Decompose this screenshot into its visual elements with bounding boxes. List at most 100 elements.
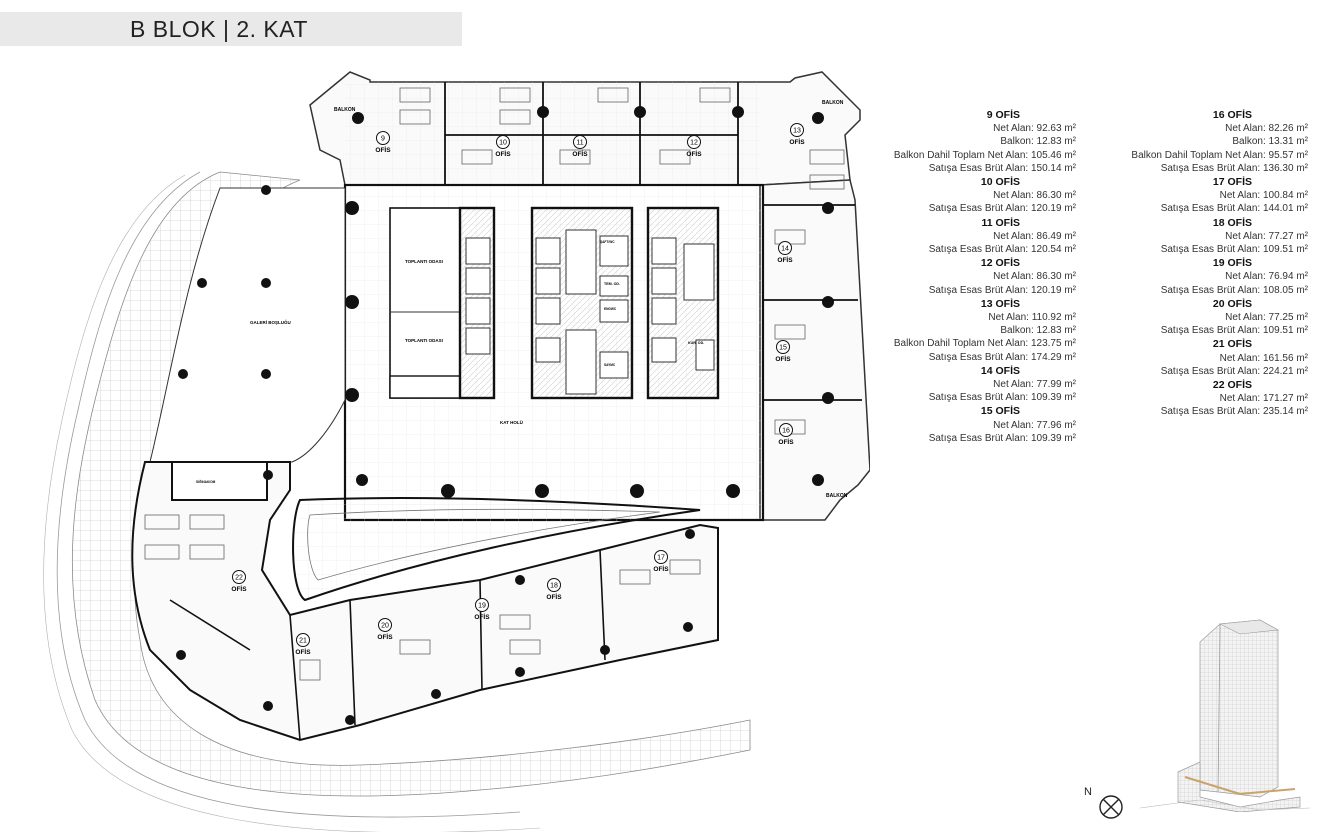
unit-marker-circle (475, 598, 489, 612)
unit-marker-number: 21 (299, 638, 307, 645)
unit-marker-number: 22 (235, 575, 243, 582)
unit-marker-number: 11 (576, 140, 583, 147)
spec-label: Net Alan: (993, 190, 1034, 202)
unit-marker-number: 19 (478, 603, 486, 610)
unit-marker-number: 12 (690, 140, 698, 147)
spec-label: Balkon: (1232, 136, 1266, 148)
office-spec-heading: 9 OFİS (986, 109, 1020, 121)
office-spec-row: Net Alan: 110.92 m² (860, 311, 1076, 324)
spec-label: Satışa Esas Brüt Alan: (928, 432, 1029, 444)
office-spec-row: Satışa Esas Brüt Alan: 150.14 m² (860, 162, 1076, 175)
spec-label: Net Alan: (993, 123, 1034, 135)
office-spec-row: Net Alan: 86.30 m² (860, 270, 1076, 283)
office-spec-row: Net Alan: 161.56 m² (1100, 352, 1308, 365)
unit-marker-number: 20 (381, 623, 389, 630)
spec-value: 86.49 m² (1033, 230, 1076, 242)
office-spec-heading: 13 OFİS (980, 297, 1020, 310)
unit-marker-circle (654, 550, 668, 564)
shaft-label-1: ŞAFT/WC (600, 240, 615, 244)
shaft-label-2: ENGWC (604, 307, 617, 311)
spec-value: 224.21 m² (1260, 365, 1308, 377)
office-spec-heading: 15 OFİS (980, 405, 1020, 418)
unit-marker-label: OFİS (778, 438, 794, 446)
office-spec-heading: 12 OFİS (980, 257, 1020, 270)
spec-label: Satışa Esas Brüt Alan: (928, 392, 1029, 404)
unit-marker-circle (687, 135, 701, 149)
spec-label: Satışa Esas Brüt Alan: (1160, 325, 1261, 337)
spec-value: 86.30 m² (1033, 271, 1076, 283)
east-offices (759, 179, 870, 521)
unit-marker-number: 17 (657, 555, 665, 562)
spec-value: 120.19 m² (1028, 203, 1076, 215)
unit-marker-number: 16 (782, 428, 790, 435)
south-offices (131, 461, 719, 742)
spec-value: 109.51 m² (1260, 325, 1308, 337)
office-spec-row: Satışa Esas Brüt Alan: 224.21 m² (1100, 365, 1308, 378)
spec-value: 109.39 m² (1028, 432, 1076, 444)
unit-marker-circle (547, 578, 561, 592)
kat-holu-label: KAT HOLÜ (500, 419, 523, 425)
office-spec-row: Satışa Esas Brüt Alan: 235.14 m² (1100, 405, 1308, 418)
unit-marker-number: 9 (381, 136, 385, 143)
unit-marker-label: OFİS (653, 565, 669, 573)
unit-marker-circle (376, 131, 390, 145)
office-spec-row: Satışa Esas Brüt Alan: 136.30 m² (1100, 162, 1308, 175)
floor-plan: BALKON BALKON BALKON GALERİ BOŞLUĞU TOPL… (43, 71, 870, 832)
spec-value: 82.26 m² (1265, 123, 1308, 135)
office-spec-heading: 17 OFİS (1212, 176, 1252, 189)
office-spec-row: Net Alan: 77.27 m² (1100, 230, 1308, 243)
unit-marker-label: OFİS (546, 593, 562, 601)
galeri-label: GALERİ BOŞLUĞU (250, 318, 291, 325)
office-spec-row: Balkon: 13.31 m² (1100, 135, 1308, 148)
columns (176, 106, 834, 725)
office-spec-heading: 10 OFİS (980, 176, 1020, 189)
office-spec-row: Net Alan: 86.30 m² (860, 189, 1076, 202)
spec-label: Net Alan: (993, 271, 1034, 283)
office-spec-heading: 22 OFİS (1212, 379, 1252, 392)
spec-value: 109.39 m² (1028, 392, 1076, 404)
office-spec-row: Satışa Esas Brüt Alan: 144.01 m² (1100, 202, 1308, 215)
unit-marker-label: OFİS (789, 138, 805, 146)
unit-marker-label: OFİS (686, 150, 702, 158)
unit-marker-circle (779, 423, 793, 437)
unit-marker-number: 18 (550, 583, 558, 590)
spec-label: Satışa Esas Brüt Alan: (928, 162, 1029, 174)
office-spec-row: Balkon: 12.83 m² (860, 135, 1076, 148)
spec-label: Balkon Dahil Toplam Net Alan: (1131, 149, 1266, 161)
unit-marker-label: OFİS (572, 150, 588, 158)
unit-marker-circle (778, 241, 792, 255)
spec-label: Net Alan: (1219, 393, 1261, 405)
saymc-label: SAYMC (604, 363, 616, 367)
north-label: N (1084, 786, 1092, 798)
spec-label: Satışa Esas Brüt Alan: (928, 244, 1029, 256)
spec-value: 110.92 m² (1028, 312, 1076, 324)
meeting-rooms (389, 207, 461, 399)
spec-value: 123.75 m² (1028, 338, 1076, 350)
spec-label: Satışa Esas Brüt Alan: (1160, 365, 1261, 377)
toplanti-label-1: TOPLANTI ODASI (405, 259, 443, 264)
office-spec-row: Satışa Esas Brüt Alan: 120.54 m² (860, 243, 1076, 256)
spec-label: Satışa Esas Brüt Alan: (1160, 203, 1261, 215)
toplanti-label-2: TOPLANTI ODASI (405, 338, 443, 343)
spec-label: Net Alan: (1219, 352, 1261, 364)
spec-value: 76.94 m² (1265, 271, 1308, 283)
spec-label: Satışa Esas Brüt Alan: (928, 284, 1029, 296)
office-spec-row: Net Alan: 77.99 m² (860, 378, 1076, 391)
spec-label: Satışa Esas Brüt Alan: (1160, 162, 1261, 174)
kurl-od-label: KUR. OD. (688, 341, 704, 345)
